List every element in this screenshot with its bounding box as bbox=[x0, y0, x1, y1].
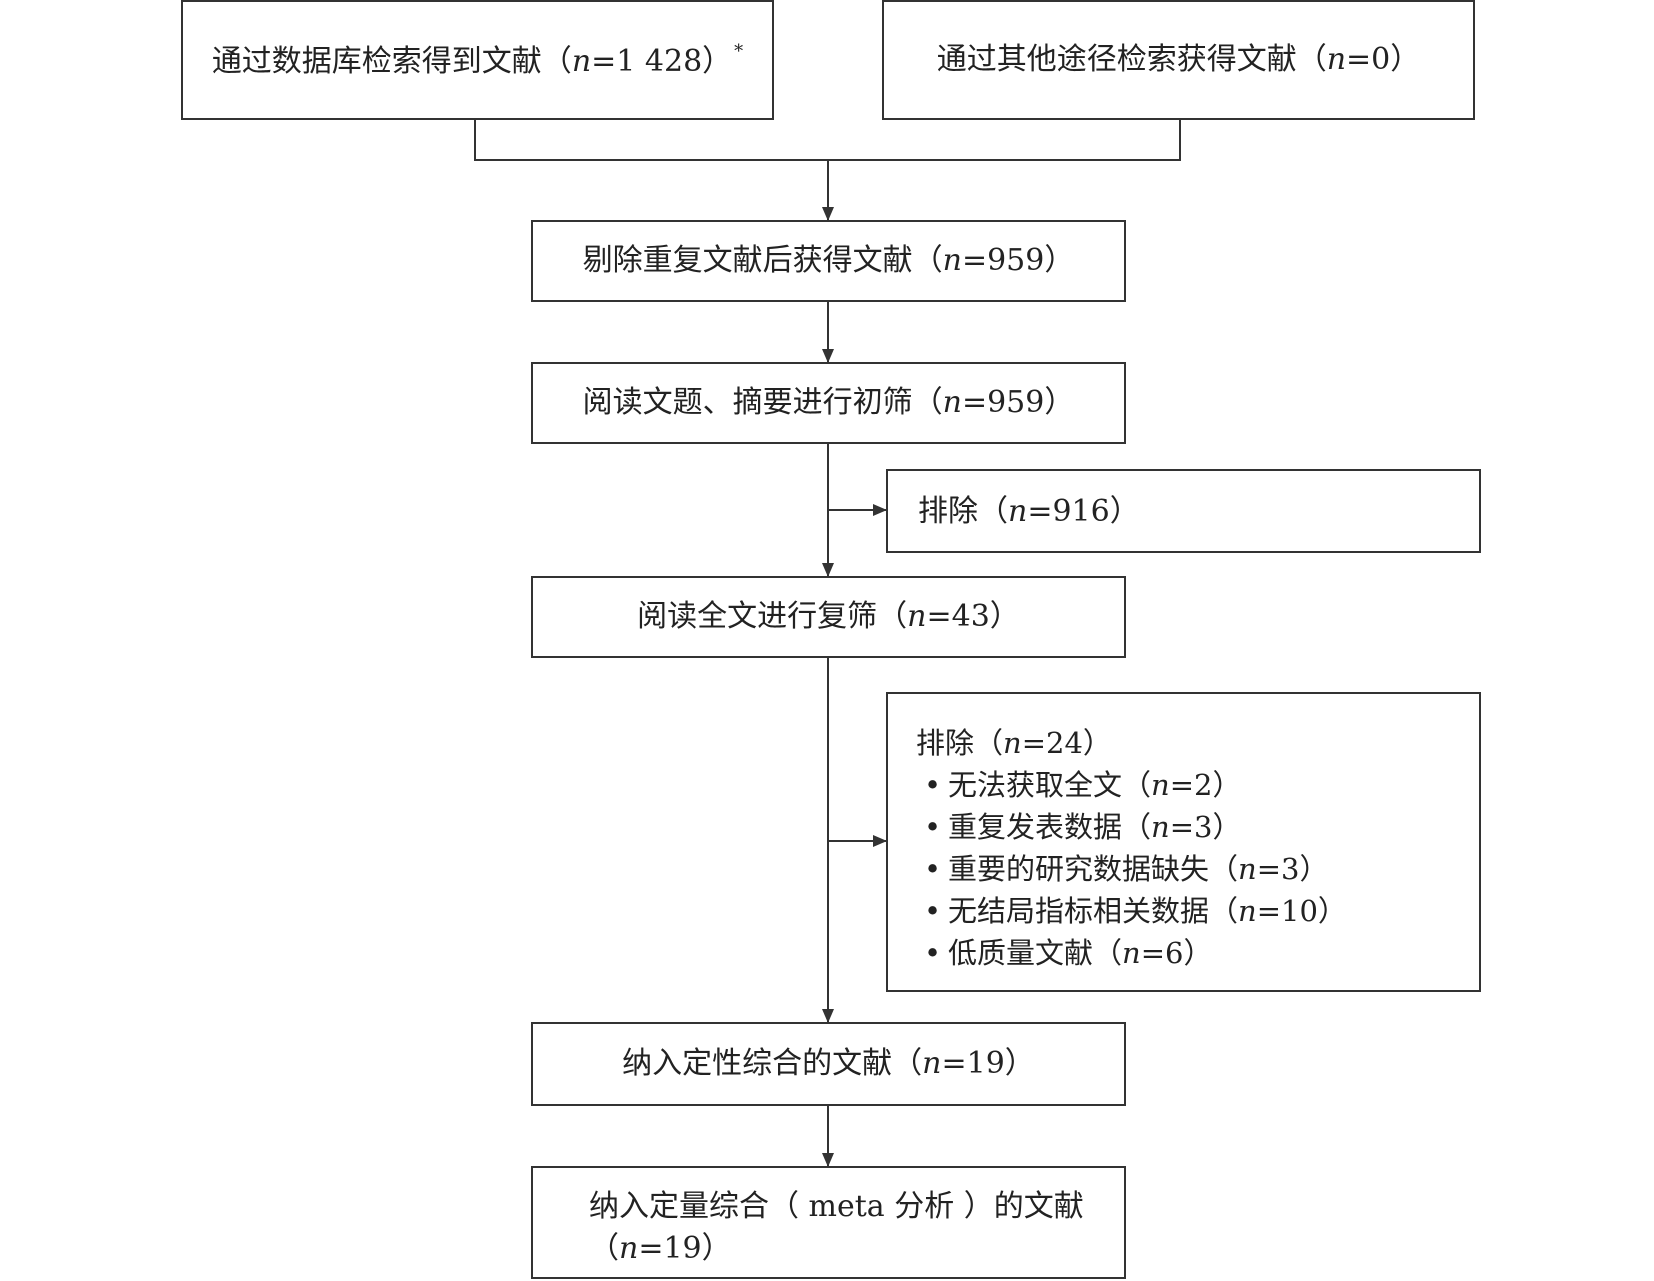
exclusion-reason-item: •无法获取全文（n=2） bbox=[916, 764, 1347, 806]
deduplicated-text: 剔除重复文献后获得文献（n=959） bbox=[582, 243, 1075, 278]
exclusion-box-full-text: 排除（n=24） •无法获取全文（n=2） •重复发表数据（n=3） •重要的研… bbox=[886, 692, 1481, 992]
database-search-text: 通过数据库检索得到文献（n=1 428）* bbox=[211, 41, 744, 79]
bullet-icon: • bbox=[924, 768, 942, 802]
merge-connector bbox=[474, 120, 1181, 161]
title-abstract-screening-box: 阅读文题、摘要进行初筛（n=959） bbox=[531, 362, 1126, 444]
exclusion-box-initial: 排除（n=916） bbox=[886, 469, 1481, 553]
exclusion-reason-item: •重要的研究数据缺失（n=3） bbox=[916, 848, 1347, 890]
other-sources-text: 通过其他途径检索获得文献（n=0） bbox=[936, 42, 1421, 77]
bullet-icon: • bbox=[924, 936, 942, 970]
full-text-screening-box: 阅读全文进行复筛（n=43） bbox=[531, 576, 1126, 658]
quantitative-synthesis-line2: （n=19） bbox=[589, 1231, 732, 1266]
database-search-box: 通过数据库检索得到文献（n=1 428）* bbox=[181, 0, 774, 120]
qualitative-synthesis-box: 纳入定性综合的文献（n=19） bbox=[531, 1022, 1126, 1106]
full-text-screening-text: 阅读全文进行复筛（n=43） bbox=[637, 599, 1020, 634]
exclusion-reason-item: •无结局指标相关数据（n=10） bbox=[916, 890, 1347, 932]
exclusion-reasons-list: •无法获取全文（n=2） •重复发表数据（n=3） •重要的研究数据缺失（n=3… bbox=[916, 764, 1347, 974]
exclusion-full-text-content: 排除（n=24） •无法获取全文（n=2） •重复发表数据（n=3） •重要的研… bbox=[916, 722, 1347, 974]
qualitative-synthesis-text: 纳入定性综合的文献（n=19） bbox=[622, 1046, 1035, 1081]
title-abstract-screening-text: 阅读文题、摘要进行初筛（n=959） bbox=[582, 385, 1075, 420]
bullet-icon: • bbox=[924, 810, 942, 844]
quantitative-synthesis-text: 纳入定量综合（ meta 分析 ）的文献 （n=19） bbox=[589, 1186, 1084, 1270]
other-sources-box: 通过其他途径检索获得文献（n=0） bbox=[882, 0, 1475, 120]
exclusion-initial-text: 排除（n=916） bbox=[918, 494, 1140, 529]
exclusion-reason-item: •重复发表数据（n=3） bbox=[916, 806, 1347, 848]
bullet-icon: • bbox=[924, 852, 942, 886]
deduplicated-box: 剔除重复文献后获得文献（n=959） bbox=[531, 220, 1126, 302]
quantitative-synthesis-line1: 纳入定量综合（ meta 分析 ）的文献 bbox=[589, 1189, 1084, 1224]
exclusion-full-text-title: 排除（n=24） bbox=[916, 726, 1112, 760]
quantitative-synthesis-box: 纳入定量综合（ meta 分析 ）的文献 （n=19） bbox=[531, 1166, 1126, 1279]
bullet-icon: • bbox=[924, 894, 942, 928]
asterisk-footnote-mark: * bbox=[734, 41, 744, 62]
exclusion-reason-item: •低质量文献（n=6） bbox=[916, 932, 1347, 974]
